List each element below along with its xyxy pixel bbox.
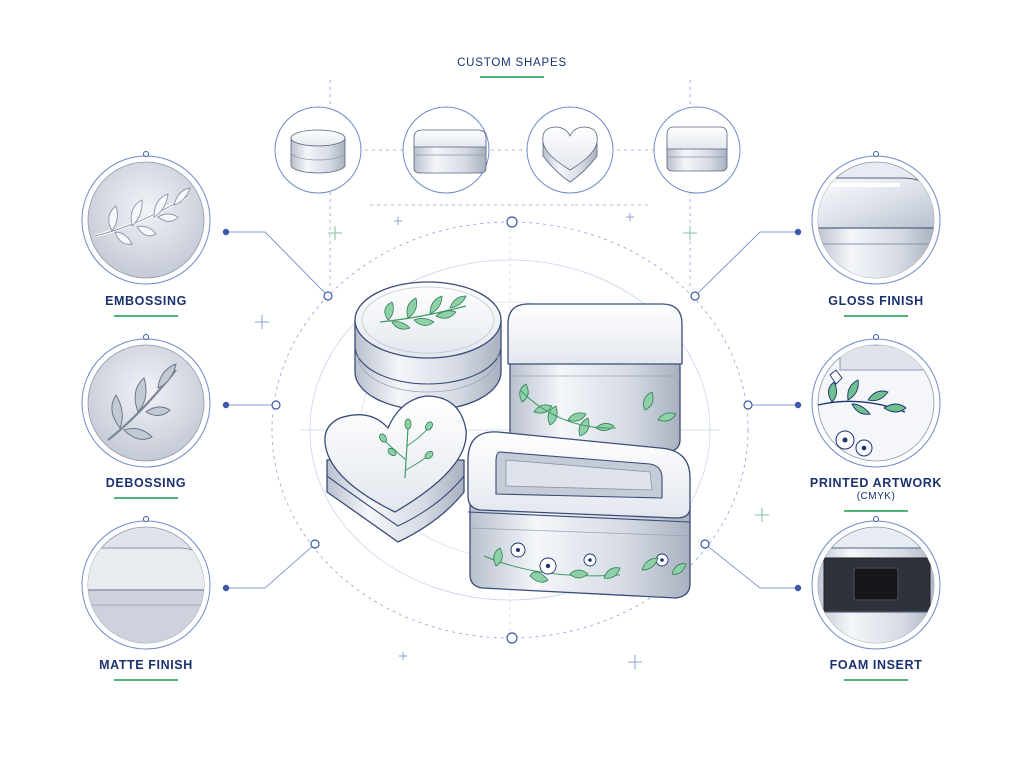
central-tin-collection — [324, 281, 691, 599]
gloss-finish-underline — [844, 315, 908, 317]
central-window-tin — [467, 431, 691, 599]
floral-print-icon — [818, 345, 934, 457]
matte-finish-underline — [114, 679, 178, 681]
heart-tin-icon — [542, 126, 598, 183]
feature-matte-finish[interactable] — [80, 516, 211, 661]
rect-tin-icon — [413, 129, 487, 174]
printed-artwork-sublabel: (CMYK) — [856, 491, 896, 502]
debossing-label: DEBOSSING — [105, 476, 187, 490]
sparkle-marks — [255, 213, 769, 669]
feature-debossing[interactable] — [81, 334, 211, 468]
feature-gloss-finish[interactable] — [811, 151, 941, 291]
gloss-corner-icon — [818, 177, 934, 278]
central-heart-tin — [324, 395, 467, 543]
floral-pattern-icon — [483, 542, 687, 583]
round-tin-icon — [290, 129, 346, 174]
leaf-branch-icon — [94, 187, 191, 245]
central-square-tin — [507, 303, 683, 453]
square-tin-icon — [666, 126, 728, 172]
gloss-finish-label: GLOSS FINISH — [828, 294, 924, 308]
custom-shapes-underline — [480, 76, 544, 78]
embossing-label: EMBOSSING — [105, 294, 187, 308]
feature-foam-insert[interactable] — [811, 516, 941, 651]
embossing-underline — [114, 315, 178, 317]
shape-heart-tin[interactable] — [526, 106, 614, 194]
leaf-sprig-icon — [379, 418, 434, 479]
feature-embossing[interactable] — [81, 151, 211, 285]
foam-insert-label: FOAM INSERT — [829, 658, 923, 672]
custom-shapes-row — [274, 106, 741, 194]
feature-printed-artwork[interactable] — [811, 334, 941, 468]
matte-finish-label: MATTE FINISH — [99, 658, 193, 672]
guide-nodes — [222, 216, 802, 644]
shape-square-tin[interactable] — [653, 106, 741, 194]
printed-artwork-title: PRINTED ARTWORK — [809, 476, 943, 490]
foam-insert-underline — [844, 679, 908, 681]
debossing-underline — [114, 497, 178, 499]
leaf-sprig-icon — [107, 363, 177, 441]
leaf-branch-icon — [379, 295, 467, 330]
floral-pattern-icon — [519, 383, 677, 437]
foam-insert-icon — [818, 547, 934, 643]
shape-round-tin[interactable] — [274, 106, 362, 194]
central-round-tin — [354, 281, 502, 411]
printed-artwork-label: PRINTED ARTWORK (CMYK) — [776, 476, 976, 502]
shape-rectangular-tin[interactable] — [402, 106, 490, 194]
printed-artwork-underline — [844, 510, 908, 512]
custom-shapes-title: CUSTOM SHAPES — [457, 57, 567, 69]
